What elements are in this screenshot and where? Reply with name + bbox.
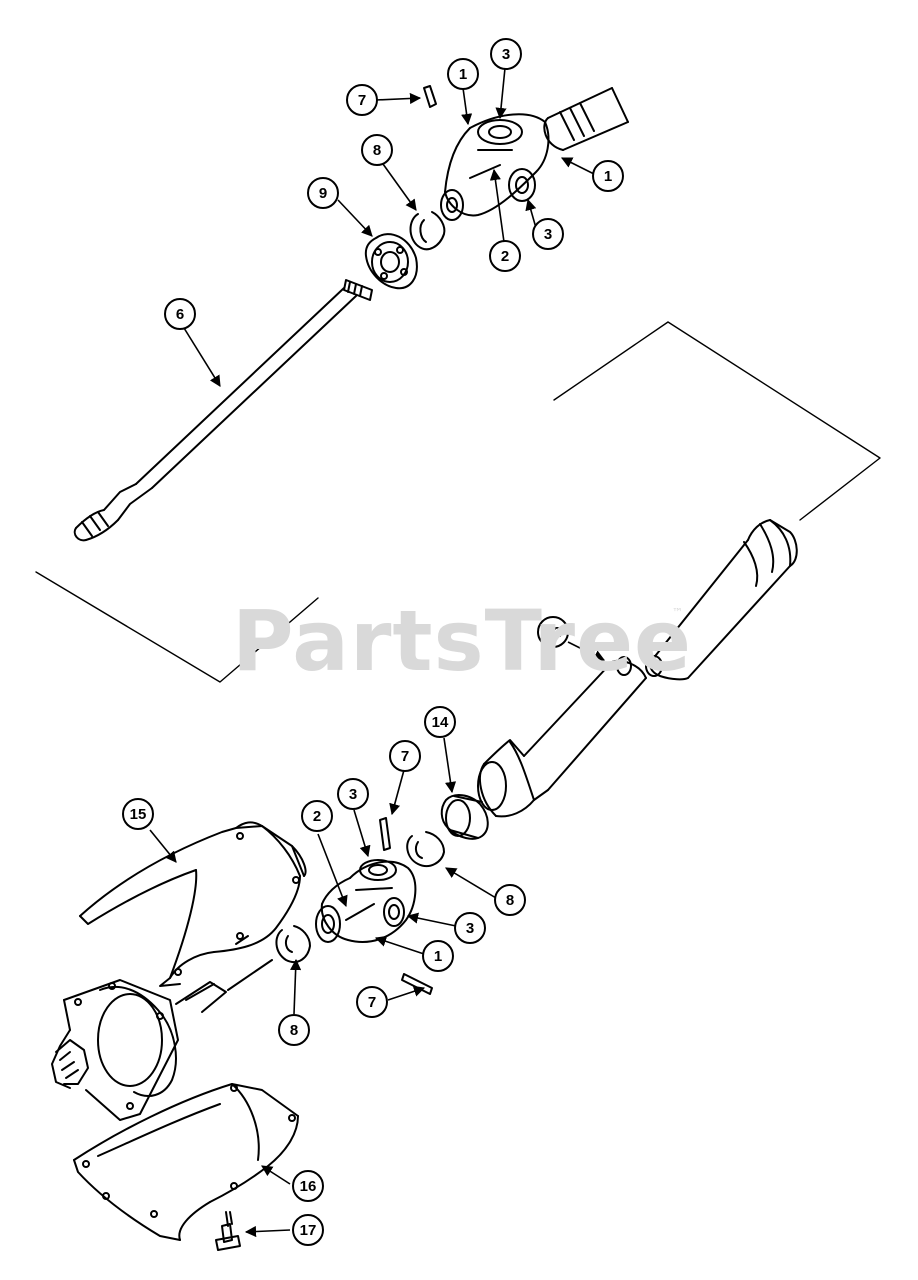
- watermark-trademark: ™: [672, 606, 683, 619]
- lower-shield: [73, 1083, 299, 1241]
- callout-circle: [361, 134, 393, 166]
- bushing: [440, 794, 489, 840]
- callout-circle: [122, 798, 154, 830]
- drive-motor: [51, 959, 273, 1121]
- callout-15-15: 15: [122, 798, 154, 830]
- callout-circle: [292, 1214, 324, 1246]
- callout-number: 3: [349, 786, 357, 803]
- lower-universal-joint: [315, 859, 417, 943]
- callout-number: 8: [373, 142, 381, 159]
- callout-circle: [494, 884, 526, 916]
- callout-3-2: 3: [490, 38, 522, 70]
- callout-circle: [337, 778, 369, 810]
- callout-number: 14: [432, 714, 449, 731]
- callout-number: 2: [313, 808, 321, 825]
- callout-16-21: 16: [292, 1170, 324, 1202]
- upper-shield: [79, 821, 307, 987]
- callout-8-4: 8: [361, 134, 393, 166]
- callout-circle: [447, 58, 479, 90]
- callout-number: 3: [544, 226, 552, 243]
- callout-number: 8: [506, 892, 514, 909]
- callout-circle: [424, 706, 456, 738]
- callout-number: 6: [176, 306, 184, 323]
- callout-2-8: 2: [489, 240, 521, 272]
- callout-1-5: 1: [592, 160, 624, 192]
- callout-1-18: 1: [422, 940, 454, 972]
- callout-circle: [307, 177, 339, 209]
- callout-number: 1: [459, 66, 467, 83]
- lower-snap-ring-right: [406, 831, 445, 868]
- section-boundary-right: [553, 321, 881, 521]
- lower-roll-pin-top: [379, 817, 391, 851]
- callout-circle: [389, 740, 421, 772]
- drive-tube-inner: [477, 656, 647, 818]
- upper-snap-ring: [409, 211, 446, 251]
- callout-number: 7: [368, 994, 376, 1011]
- callout-circle: [490, 38, 522, 70]
- callout-circle: [164, 298, 196, 330]
- callout-number: 1: [604, 168, 612, 185]
- callout-2-14: 2: [301, 800, 333, 832]
- callout-number: 3: [502, 46, 510, 63]
- callout-12-10: 12: [537, 616, 569, 648]
- callout-circle: [592, 160, 624, 192]
- upper-universal-joint: [440, 113, 550, 221]
- callout-circle: [454, 912, 486, 944]
- callout-circle: [532, 218, 564, 250]
- callout-number: 2: [501, 248, 509, 265]
- bearing: [364, 233, 418, 290]
- callout-circle: [301, 800, 333, 832]
- callout-1-1: 1: [447, 58, 479, 90]
- callout-7-3: 7: [346, 84, 378, 116]
- upper-output-shaft: [543, 87, 629, 151]
- callout-circle: [292, 1170, 324, 1202]
- lower-roll-pin-bottom: [401, 973, 433, 995]
- callout-circle: [422, 940, 454, 972]
- callout-9-6: 9: [307, 177, 339, 209]
- callout-14-11: 14: [424, 706, 456, 738]
- cap-screw: [215, 1211, 241, 1251]
- callout-number: 3: [466, 920, 474, 937]
- callout-3-7: 3: [532, 218, 564, 250]
- callout-7-12: 7: [389, 740, 421, 772]
- callout-6-9: 6: [164, 298, 196, 330]
- leader-lines: [149, 67, 606, 1238]
- callout-circle: [537, 616, 569, 648]
- callout-number: 17: [300, 1222, 317, 1239]
- callout-number: 7: [401, 748, 409, 765]
- drive-tube-outer: [645, 519, 798, 681]
- callout-17-22: 17: [292, 1214, 324, 1246]
- callout-number: 15: [130, 806, 147, 823]
- callout-7-19: 7: [356, 986, 388, 1018]
- callout-number: 8: [290, 1022, 298, 1039]
- callout-number: 16: [300, 1178, 317, 1195]
- callout-circle: [346, 84, 378, 116]
- main-shaft: [73, 279, 373, 542]
- callout-circle: [356, 986, 388, 1018]
- callout-number: 1: [434, 948, 442, 965]
- callout-8-16: 8: [494, 884, 526, 916]
- callout-number: 9: [319, 185, 327, 202]
- upper-roll-pin: [423, 85, 437, 108]
- callout-3-13: 3: [337, 778, 369, 810]
- callout-number: 12: [545, 624, 562, 641]
- callout-3-17: 3: [454, 912, 486, 944]
- callout-circle: [489, 240, 521, 272]
- callout-circle: [278, 1014, 310, 1046]
- callout-8-20: 8: [278, 1014, 310, 1046]
- lower-snap-ring-left: [275, 925, 311, 964]
- callout-number: 7: [358, 92, 366, 109]
- section-boundary-upper: [35, 571, 319, 683]
